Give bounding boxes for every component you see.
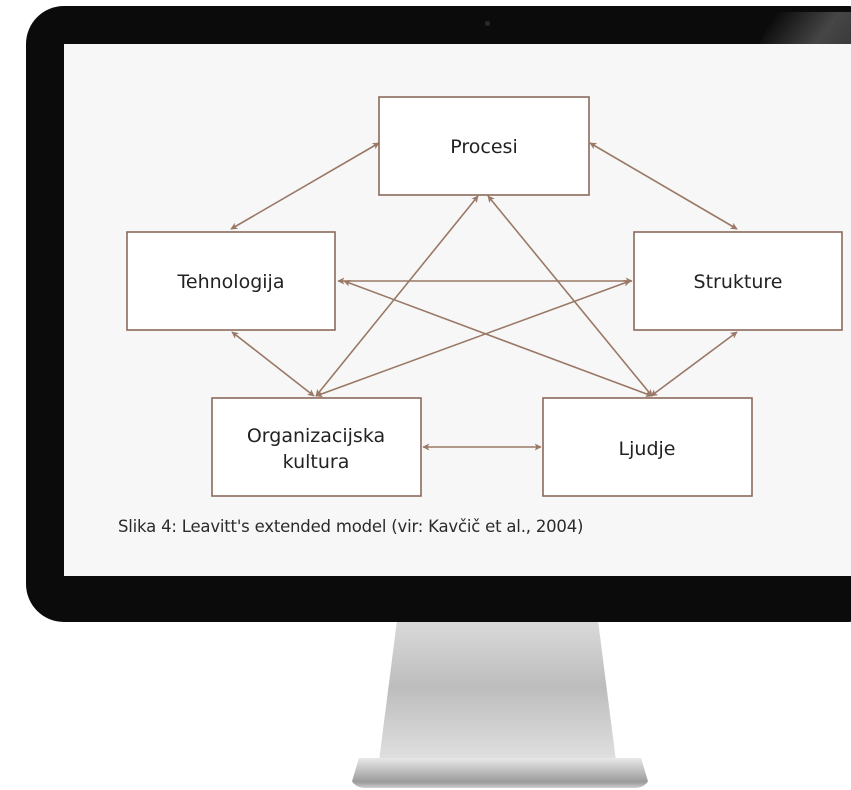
figure-caption: Slika 4: Leavitt's extended model (vir: …	[118, 517, 584, 536]
node-tehnologija-box	[126, 231, 336, 331]
node-organizacijska-label-line1: Organizacijska	[247, 425, 385, 447]
node-ljudje-box	[542, 397, 753, 497]
node-strukture-label: Strukture	[694, 271, 783, 293]
arrow-strukture-organizacijska	[315, 279, 631, 398]
node-procesi-label: Procesi	[450, 136, 517, 158]
node-procesi-box	[378, 96, 590, 196]
node-organizacijska-kultura-box	[211, 397, 422, 497]
arrow-procesi-strukture	[589, 142, 738, 230]
monitor-stand-base	[350, 758, 650, 788]
node-ljudje-label: Ljudje	[619, 438, 676, 460]
node-organizacijska-label-line2: kultura	[283, 451, 350, 473]
monitor-stand	[378, 622, 617, 767]
arrow-tehnologija-organizacijska	[231, 331, 315, 397]
node-strukture-box	[633, 231, 843, 331]
arrow-strukture-ljudje	[650, 331, 738, 397]
camera-icon	[485, 21, 490, 26]
node-tehnologija-label: Tehnologija	[177, 271, 285, 293]
arrow-procesi-tehnologija	[230, 142, 380, 230]
